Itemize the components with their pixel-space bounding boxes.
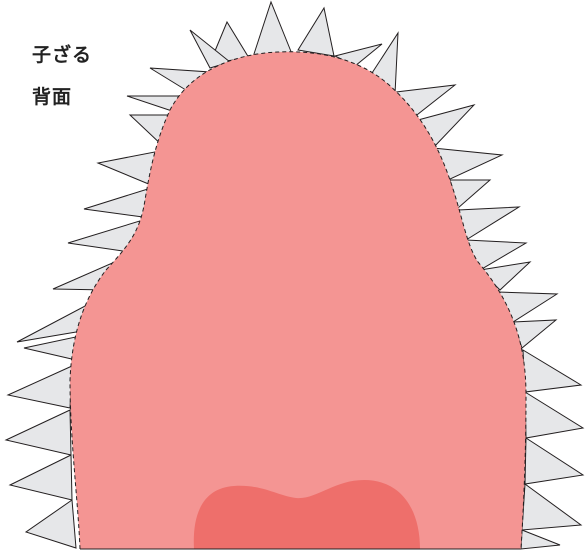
fur-spike [521,483,583,531]
fur-spike [8,454,73,501]
fur-spike [457,206,521,241]
pattern-side-label: 背面 [32,86,73,108]
pattern-name-label: 子ざる [32,44,93,66]
fur-spike [520,529,561,550]
cut-line [69,51,527,550]
fur-spike [524,391,585,439]
fur-spike [6,365,73,409]
fur-spike [522,349,583,393]
fur-spike [297,6,335,57]
fur-spike [4,409,72,456]
fur-spike [83,187,152,218]
fur-spike [252,0,293,58]
fur-spike [24,499,77,549]
fur-spike [524,437,585,485]
body-shape [70,51,526,549]
bottom-patch [193,480,420,549]
